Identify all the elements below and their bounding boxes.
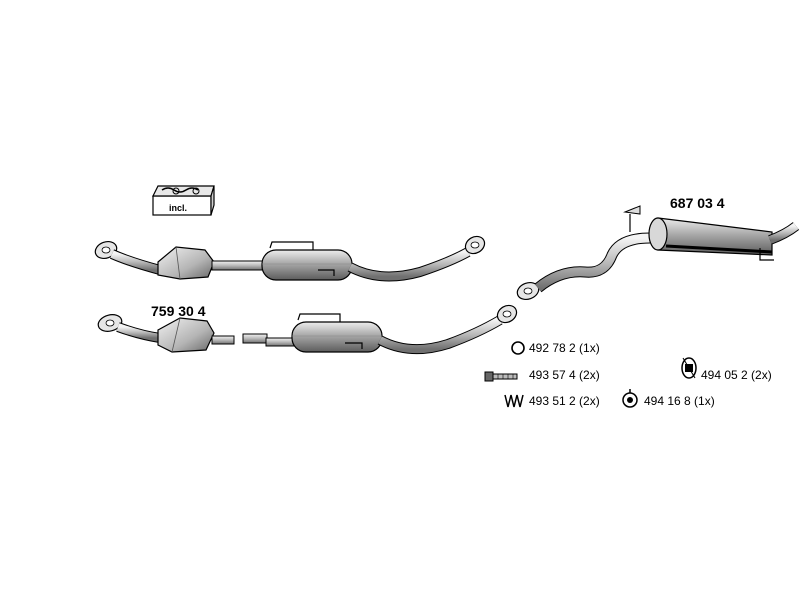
- spring-icon: [504, 394, 524, 408]
- bolt-icon: [484, 371, 518, 382]
- rubber-mount-icon: [622, 389, 638, 408]
- o-ring-icon: [511, 341, 525, 355]
- kit-incl-label: incl.: [169, 203, 187, 213]
- spring-part-label: 493 51 2 (2x): [529, 394, 600, 408]
- hanger-clamp-icon: [681, 357, 697, 379]
- gasket-kit-box: incl.: [152, 185, 215, 216]
- rear-muffler-assembly: [516, 205, 800, 301]
- bolt-part-label: 493 57 4 (2x): [529, 368, 600, 382]
- front-catalyst-part-number: 759 30 4: [151, 303, 206, 319]
- o-ring-part-label: 492 78 2 (1x): [529, 341, 600, 355]
- upper-front-pipe-assembly: [94, 235, 486, 282]
- rear-muffler-part-number: 687 03 4: [670, 195, 725, 211]
- lower-front-catalyst-assembly: [97, 304, 518, 355]
- rubber-mount-part-label: 494 16 8 (1x): [644, 394, 715, 408]
- hanger-clamp-part-label: 494 05 2 (2x): [701, 368, 772, 382]
